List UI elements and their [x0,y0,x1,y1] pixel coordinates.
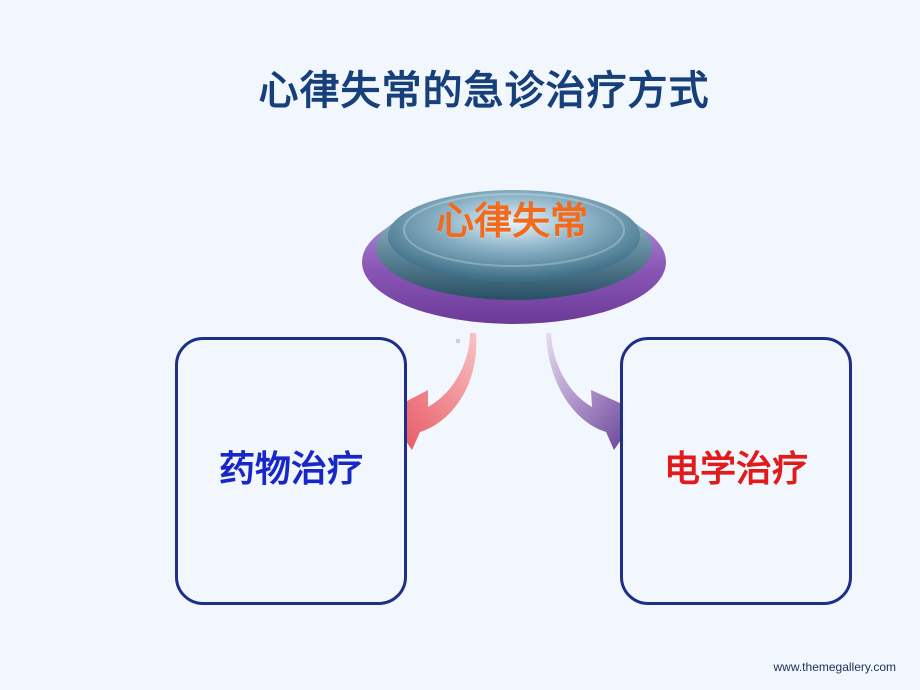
center-node-label: 心律失常 [435,199,588,243]
footer-link[interactable]: www.themegallery.com [773,660,896,674]
curved-arrow-right-icon [546,333,640,450]
branch-box-right: 电学治疗 [620,337,852,605]
branch-label-left: 药物治疗 [218,449,363,490]
curved-arrow-left-icon [386,333,477,450]
branch-box-left: 药物治疗 [175,337,407,605]
branch-label-right: 电学治疗 [663,449,808,490]
page-title: 心律失常的急诊治疗方式 [258,68,710,114]
disk-icon [362,190,666,324]
decorative-dot [456,339,460,343]
